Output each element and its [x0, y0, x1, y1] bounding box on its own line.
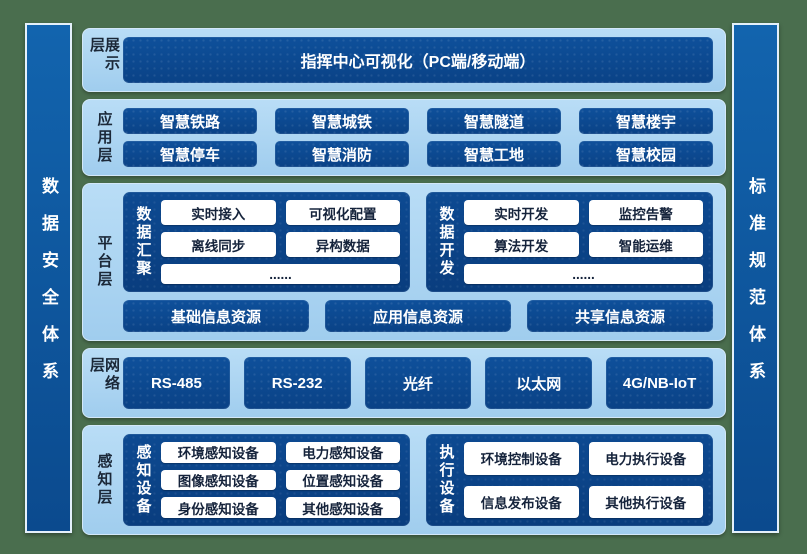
- layer-platform-labelwrap: 平台层: [91, 192, 117, 332]
- layer-application-content: 智慧铁路 智慧城铁 智慧隧道 智慧楼宇 智慧停车 智慧消防 智慧工地 智慧校园: [123, 108, 713, 167]
- node-smart-worksite: 智慧工地: [427, 141, 561, 167]
- node-ethernet: 以太网: [485, 357, 593, 409]
- pillar-data-security-label: 数据安全体系: [39, 177, 58, 399]
- node-power-sensor: 电力感知设备: [285, 442, 400, 463]
- layer-application: 应用层 智慧铁路 智慧城铁 智慧隧道 智慧楼宇 智慧停车 智慧消防 智慧工地 智…: [82, 99, 726, 176]
- layer-perception-content: 感知设备 环境感知设备 电力感知设备 图像感知设备 位置感知设备 身份感知设备 …: [123, 434, 713, 526]
- panel-sensing-devices: 感知设备 环境感知设备 电力感知设备 图像感知设备 位置感知设备 身份感知设备 …: [123, 434, 410, 526]
- layer-network: 网络层 RS-485 RS-232 光纤 以太网 4G/NB-IoT: [82, 348, 726, 418]
- layer-network-content: RS-485 RS-232 光纤 以太网 4G/NB-IoT: [123, 357, 713, 409]
- panel-data-aggregation-grid: 实时接入 可视化配置 离线同步 异构数据 ......: [161, 200, 400, 284]
- layer-display-label: 展示层: [88, 37, 120, 73]
- node-location-sensor: 位置感知设备: [285, 469, 400, 491]
- node-smart-metro: 智慧城铁: [275, 108, 409, 134]
- panel-data-aggregation-label: 数据汇聚: [134, 206, 152, 278]
- node-intelligent-ops: 智能运维: [588, 232, 703, 257]
- node-smart-railway: 智慧铁路: [123, 108, 257, 134]
- node-realtime-development: 实时开发: [464, 200, 579, 225]
- platform-resources: 基础信息资源 应用信息资源 共享信息资源: [123, 300, 713, 332]
- node-heterogeneous-data: 异构数据: [285, 232, 400, 257]
- node-rs232: RS-232: [243, 357, 351, 409]
- node-application-info-resource: 应用信息资源: [325, 300, 511, 332]
- node-rs485: RS-485: [123, 357, 230, 409]
- layer-perception: 感知层 感知设备 环境感知设备 电力感知设备 图像感知设备 位置感知设备 身份感…: [82, 425, 726, 535]
- panel-data-development-grid: 实时开发 监控告警 算法开发 智能运维 ......: [464, 200, 703, 284]
- panel-data-development: 数据开发 实时开发 监控告警 算法开发 智能运维 ......: [426, 192, 713, 292]
- panel-sensing-devices-labelwrap: 感知设备: [133, 442, 153, 518]
- layer-platform-content: 数据汇聚 实时接入 可视化配置 离线同步 异构数据 ......: [123, 192, 713, 332]
- panel-actuator-devices: 执行设备 环境控制设备 电力执行设备 信息发布设备 其他执行设备: [426, 434, 713, 526]
- layer-perception-labelwrap: 感知层: [91, 434, 117, 526]
- node-power-actuator-device: 电力执行设备: [588, 442, 703, 475]
- pillar-standards-specs-label: 标准规范体系: [746, 177, 765, 399]
- node-realtime-access: 实时接入: [161, 200, 276, 225]
- node-smart-tunnel: 智慧隧道: [427, 108, 561, 134]
- pillar-standards-specs: 标准规范体系: [732, 23, 779, 533]
- layers-column: 展示层 指挥中心可视化（PC端/移动端） 应用层 智慧铁路 智慧城铁 智慧隧道 …: [82, 28, 726, 535]
- layer-display-content: 指挥中心可视化（PC端/移动端）: [123, 37, 713, 83]
- layer-application-label: 应用层: [95, 110, 113, 165]
- pillar-data-security: 数据安全体系: [25, 23, 72, 533]
- application-grid: 智慧铁路 智慧城铁 智慧隧道 智慧楼宇 智慧停车 智慧消防 智慧工地 智慧校园: [123, 108, 713, 167]
- node-environment-control-device: 环境控制设备: [464, 442, 579, 475]
- panel-sensing-devices-label: 感知设备: [134, 444, 152, 516]
- node-aggregation-more: ......: [161, 264, 400, 284]
- node-smart-campus: 智慧校园: [579, 141, 713, 167]
- node-environment-sensor: 环境感知设备: [161, 442, 276, 463]
- node-smart-building: 智慧楼宇: [579, 108, 713, 134]
- node-development-more: ......: [464, 264, 703, 284]
- panel-sensing-devices-grid: 环境感知设备 电力感知设备 图像感知设备 位置感知设备 身份感知设备 其他感知设…: [161, 442, 400, 518]
- node-info-publishing-device: 信息发布设备: [464, 485, 579, 518]
- panel-data-aggregation: 数据汇聚 实时接入 可视化配置 离线同步 异构数据 ......: [123, 192, 410, 292]
- layer-display-labelwrap: 展示层: [88, 37, 120, 83]
- node-algorithm-development: 算法开发: [464, 232, 579, 257]
- panel-data-development-label: 数据开发: [437, 206, 455, 278]
- node-other-actuator-device: 其他执行设备: [588, 485, 703, 518]
- node-4g-nb-iot: 4G/NB-IoT: [606, 357, 713, 409]
- node-other-sensor: 其他感知设备: [285, 497, 400, 518]
- layer-application-labelwrap: 应用层: [91, 108, 117, 167]
- node-smart-parking: 智慧停车: [123, 141, 257, 167]
- node-basic-info-resource: 基础信息资源: [123, 300, 309, 332]
- panel-actuator-devices-labelwrap: 执行设备: [436, 442, 456, 518]
- node-offline-sync: 离线同步: [161, 232, 276, 257]
- layer-network-label: 网络层: [88, 357, 120, 393]
- panel-data-development-labelwrap: 数据开发: [436, 200, 456, 284]
- node-visual-configuration: 可视化配置: [285, 200, 400, 225]
- node-monitoring-alert: 监控告警: [588, 200, 703, 225]
- node-identity-sensor: 身份感知设备: [161, 497, 276, 518]
- panel-actuator-devices-grid: 环境控制设备 电力执行设备 信息发布设备 其他执行设备: [464, 442, 703, 518]
- node-image-sensor: 图像感知设备: [161, 469, 276, 491]
- layer-display: 展示层 指挥中心可视化（PC端/移动端）: [82, 28, 726, 92]
- platform-panels: 数据汇聚 实时接入 可视化配置 离线同步 异构数据 ......: [123, 192, 713, 292]
- node-command-center-visualization: 指挥中心可视化（PC端/移动端）: [123, 37, 713, 83]
- layer-network-labelwrap: 网络层: [88, 357, 120, 409]
- panel-data-aggregation-labelwrap: 数据汇聚: [133, 200, 153, 284]
- layer-perception-label: 感知层: [95, 453, 113, 507]
- network-row: RS-485 RS-232 光纤 以太网 4G/NB-IoT: [123, 357, 713, 409]
- node-shared-info-resource: 共享信息资源: [527, 300, 713, 332]
- perception-panels: 感知设备 环境感知设备 电力感知设备 图像感知设备 位置感知设备 身份感知设备 …: [123, 434, 713, 526]
- panel-actuator-devices-label: 执行设备: [437, 444, 455, 516]
- layer-platform-label: 平台层: [95, 235, 113, 289]
- node-smart-firefighting: 智慧消防: [275, 141, 409, 167]
- layer-platform: 平台层 数据汇聚 实时接入 可视化配置 离线同步 异构数: [82, 183, 726, 341]
- node-optical-fiber: 光纤: [364, 357, 472, 409]
